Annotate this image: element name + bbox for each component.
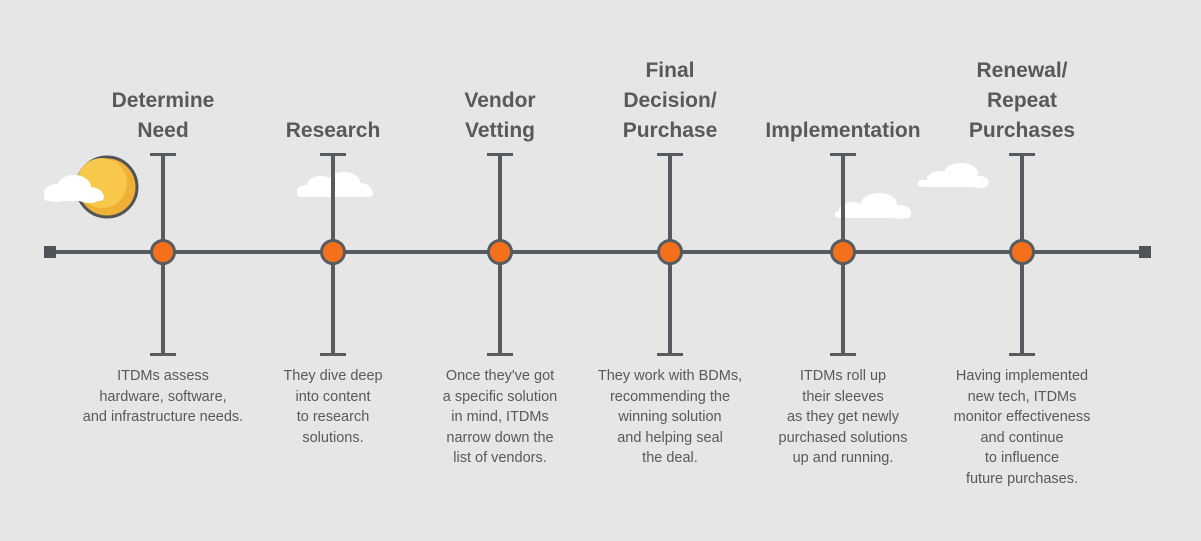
stem-cap-bottom [487, 353, 513, 356]
timeline-start-endpoint [44, 246, 56, 258]
step-node-marker[interactable] [320, 239, 346, 265]
stem-cap-bottom [320, 353, 346, 356]
step-node-marker[interactable] [830, 239, 856, 265]
step-description: They dive deep into content to research … [283, 368, 383, 446]
stem-cap-bottom [657, 353, 683, 356]
step-heading: Determine Need [111, 89, 215, 142]
step-description: ITDMs assess hardware, software, and inf… [82, 368, 244, 425]
step-node-marker[interactable] [150, 239, 176, 265]
step-description: They work with BDMs, recommending the wi… [597, 368, 743, 466]
step-node-marker[interactable] [657, 239, 683, 265]
cloud-icon-implementation [835, 193, 911, 219]
step-heading: Vendor Vetting [464, 89, 536, 142]
cloud-icon-research [297, 172, 373, 197]
step-heading: Implementation [765, 119, 921, 142]
stem-cap-bottom [830, 353, 856, 356]
cloud-icon-renewal [918, 163, 989, 188]
stem-cap-bottom [150, 353, 176, 356]
step-node-marker[interactable] [1009, 239, 1035, 265]
step-description: Having implemented new tech, ITDMs monit… [953, 368, 1091, 487]
step-heading: Renewal/ Repeat Purchases [968, 59, 1076, 142]
sun-behind-cloud-icon [44, 155, 139, 219]
step-description: ITDMs roll up their sleeves as they get … [778, 368, 908, 466]
timeline-end-endpoint [1139, 246, 1151, 258]
step-heading: Research [285, 119, 381, 142]
stem-cap-bottom [1009, 353, 1035, 356]
step-description: Once they've got a specific solution in … [442, 368, 558, 466]
step-node-marker[interactable] [487, 239, 513, 265]
timeline-axis [48, 250, 1148, 254]
step-heading: Final Decision/ Purchase [622, 59, 718, 142]
